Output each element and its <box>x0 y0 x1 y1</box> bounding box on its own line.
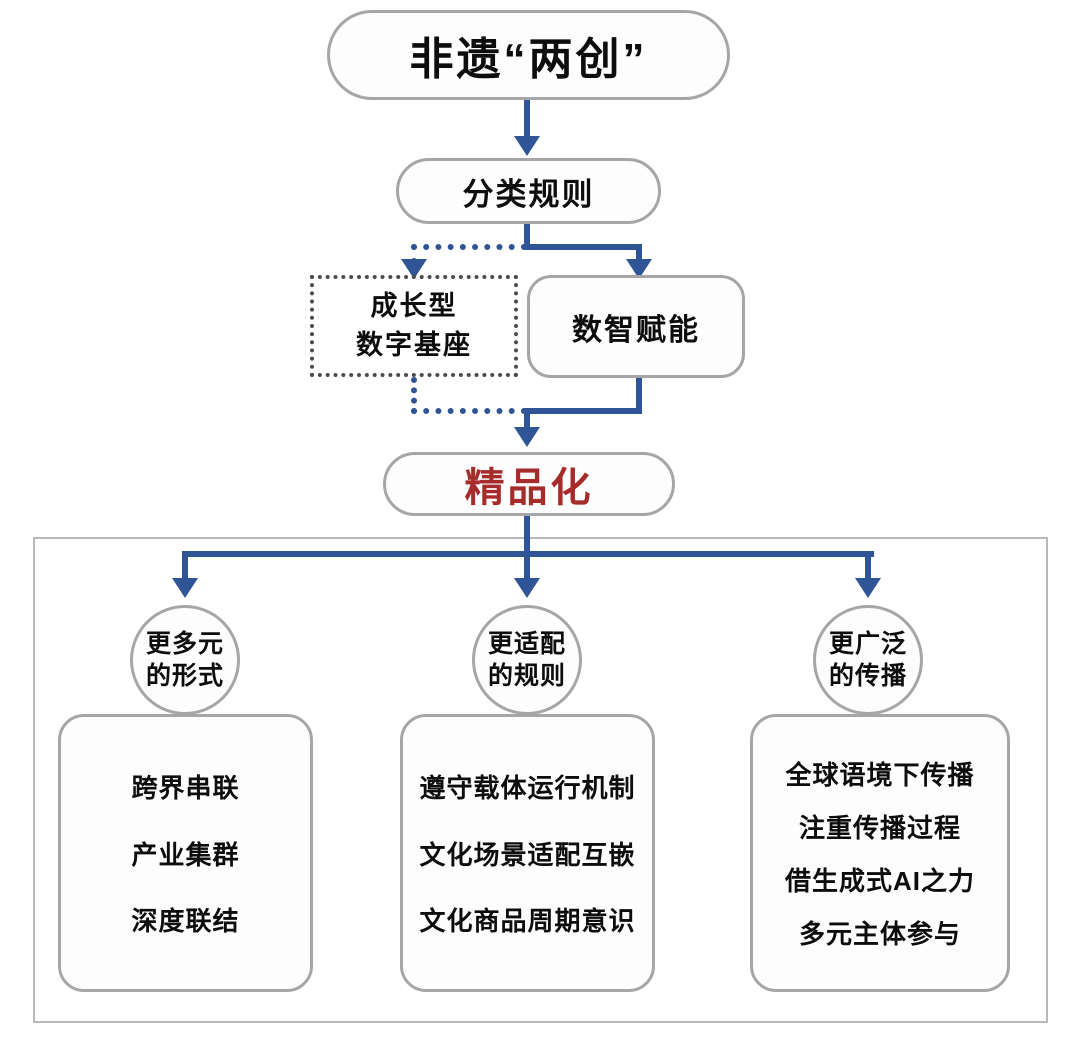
branch-circle-0-line2: 的形式 <box>145 662 224 690</box>
branch-circle-1: 更适配 的规则 <box>472 605 582 715</box>
arrowhead-branch-0 <box>172 578 198 598</box>
connector-premium-stem <box>524 516 530 556</box>
branch-group-2: 全球语境下传播 注重传播过程 借生成式AI之力 多元主体参与 <box>750 714 1010 992</box>
node-growth-digital-base-line2: 数字基座 <box>356 330 472 360</box>
connector-base-dotted-merge <box>411 408 527 414</box>
node-classification-rule: 分类规则 <box>396 158 661 224</box>
connector-dotted-drop-to-base <box>411 244 417 264</box>
branch-group-0-item-2: 深度联结 <box>131 905 240 936</box>
branch-circle-0: 更多元 的形式 <box>130 605 240 715</box>
arrowhead-title-to-rule <box>514 136 540 156</box>
branch-group-0: 跨界串联 产业集群 深度联结 <box>58 714 313 992</box>
arrowhead-branch-1 <box>514 578 540 598</box>
node-growth-digital-base: 成长型 数字基座 <box>310 275 518 377</box>
connector-drop-branch-0 <box>182 551 188 581</box>
branches-container <box>33 537 1048 1023</box>
branch-circle-1-line1: 更适配 <box>487 629 566 658</box>
branch-circle-1-line2: 的规则 <box>487 662 566 690</box>
arrowhead-to-empower <box>626 259 652 279</box>
branch-group-0-item-1: 产业集群 <box>131 839 240 870</box>
branch-circle-0-line1: 更多元 <box>145 629 224 658</box>
connector-empower-drop <box>636 378 642 414</box>
connector-drop-branch-2 <box>865 551 871 581</box>
branch-group-1-item-0: 遵守载体运行机制 <box>419 773 636 804</box>
connector-title-to-rule <box>524 100 530 139</box>
branch-group-2-item-3: 多元主体参与 <box>798 919 961 949</box>
arrowhead-to-premium <box>514 427 540 447</box>
arrowhead-to-base <box>401 259 427 279</box>
arrowhead-branch-2 <box>855 578 881 598</box>
branch-group-2-item-1: 注重传播过程 <box>798 813 961 843</box>
connector-drop-branch-1 <box>524 551 530 581</box>
branch-group-1: 遵守载体运行机制 文化场景适配互嵌 文化商品周期意识 <box>400 714 655 992</box>
connector-rule-stem <box>524 224 530 250</box>
branch-circle-2: 更广泛 的传播 <box>813 605 923 715</box>
connector-bus-to-empower <box>524 244 642 250</box>
branch-group-1-item-1: 文化场景适配互嵌 <box>419 839 636 870</box>
branch-group-2-item-0: 全球语境下传播 <box>785 760 975 790</box>
connector-dotted-bus-to-base <box>411 244 527 250</box>
branch-group-0-item-0: 跨界串联 <box>131 773 240 804</box>
node-premium-quality: 精品化 <box>383 452 675 516</box>
connector-empower-merge <box>524 408 642 414</box>
node-growth-digital-base-line1: 成长型 <box>370 290 458 321</box>
connector-merge-to-premium <box>524 408 530 430</box>
node-title: 非遗“两创” <box>327 10 730 100</box>
branch-group-2-item-2: 借生成式AI之力 <box>784 866 975 896</box>
connector-drop-to-empower <box>636 244 642 264</box>
node-digital-intelligence-empowerment: 数智赋能 <box>527 275 745 378</box>
connector-base-dotted-drop <box>411 377 417 414</box>
branch-group-1-item-2: 文化商品周期意识 <box>419 905 636 936</box>
branch-circle-2-line2: 的传播 <box>828 662 907 690</box>
branch-circle-2-line1: 更广泛 <box>828 629 907 658</box>
